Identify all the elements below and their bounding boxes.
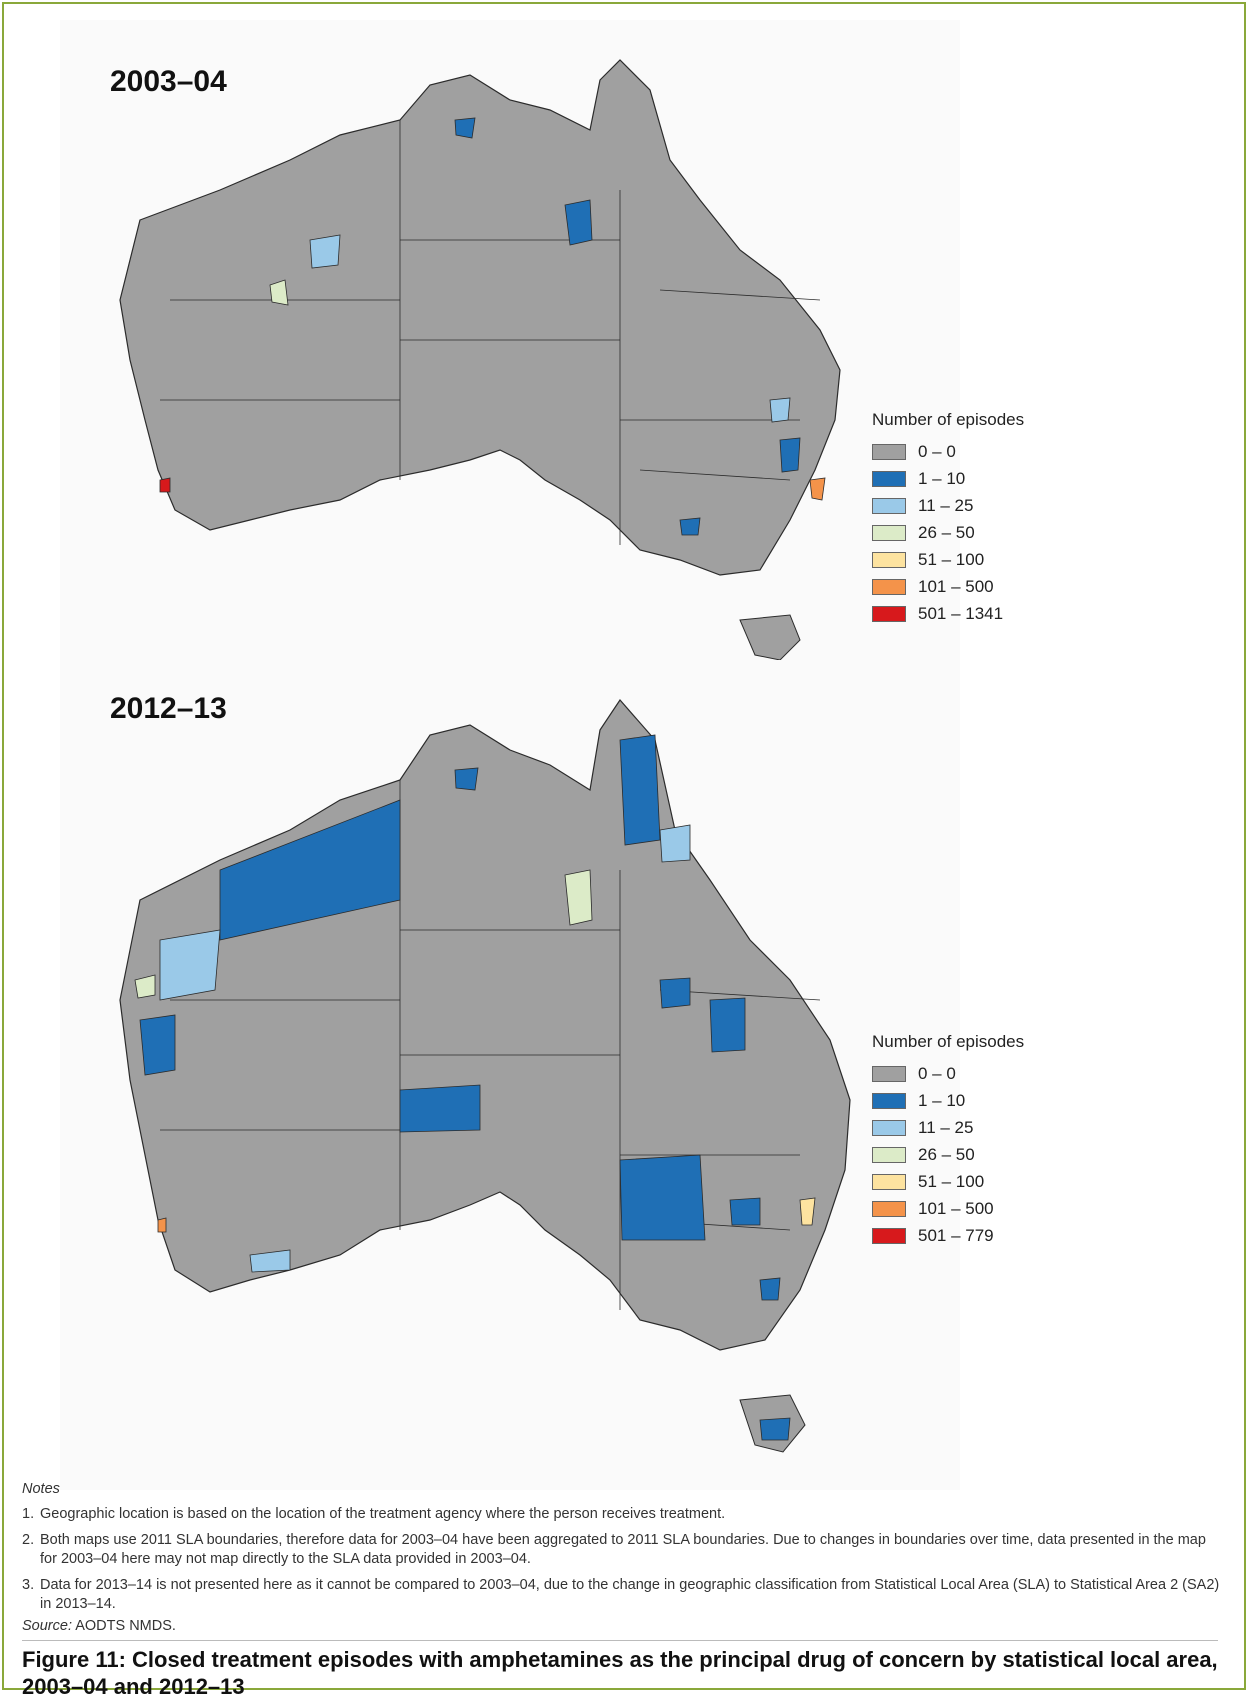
source-label: Source: xyxy=(22,1618,72,1634)
legend-label: 51 – 100 xyxy=(918,1171,985,1191)
legend-item: 1 – 10 xyxy=(872,465,1024,492)
legend-swatch xyxy=(872,443,906,460)
notes-heading: Notes xyxy=(22,1481,60,1497)
legend-label: 0 – 0 xyxy=(918,441,956,461)
legend-label: 1 – 10 xyxy=(918,468,966,488)
legend-swatch xyxy=(872,1173,906,1190)
legend-swatch xyxy=(872,470,906,487)
notes-section: Notes 1. Geographic location is based on … xyxy=(22,1480,1222,1621)
legend-label: 1 – 10 xyxy=(918,1090,966,1110)
note-text: Data for 2013–14 is not presented here a… xyxy=(40,1577,1220,1612)
highlighted-areas xyxy=(134,734,816,1441)
legend-swatch xyxy=(872,1119,906,1136)
australia-map-2003-04 xyxy=(119,59,841,660)
highlighted-areas xyxy=(159,117,826,536)
legend-item: 0 – 0 xyxy=(872,438,1024,465)
legend-swatch xyxy=(872,1092,906,1109)
legend-item: 1 – 10 xyxy=(872,1087,1024,1114)
legend-item: 51 – 100 xyxy=(872,1168,1024,1195)
note-item: 2. Both maps use 2011 SLA boundaries, the… xyxy=(22,1531,1222,1569)
legend-2003-04: Number of episodes 0 – 0 1 – 10 11 – 25 … xyxy=(872,410,1024,627)
legend-label: 51 – 100 xyxy=(918,549,985,569)
legend-swatch xyxy=(872,1065,906,1082)
legend-item: 26 – 50 xyxy=(872,1141,1024,1168)
legend-label: 101 – 500 xyxy=(918,1198,994,1218)
legend-label: 501 – 779 xyxy=(918,1225,994,1245)
legend-item: 501 – 1341 xyxy=(872,600,1024,627)
legend-item: 26 – 50 xyxy=(872,519,1024,546)
legend-label: 101 – 500 xyxy=(918,576,994,596)
note-number: 2. xyxy=(22,1532,35,1548)
legend-swatch xyxy=(872,1146,906,1163)
legend-swatch xyxy=(872,1200,906,1217)
note-number: 3. xyxy=(22,1577,35,1593)
boundary-lines xyxy=(160,120,821,545)
land-mass xyxy=(119,59,841,660)
legend-item: 101 – 500 xyxy=(872,573,1024,600)
legend-2012-13: Number of episodes 0 – 0 1 – 10 11 – 25 … xyxy=(872,1032,1024,1249)
legend-title: Number of episodes xyxy=(872,410,1025,429)
legend-swatch xyxy=(872,524,906,541)
source-line: Source: AODTS NMDS. xyxy=(22,1618,176,1634)
map-2012-13: 2012–13 xyxy=(0,660,1150,1480)
legend-label: 501 – 1341 xyxy=(918,603,1004,623)
legend-item: 501 – 779 xyxy=(872,1222,1024,1249)
legend-swatch xyxy=(872,1227,906,1244)
legend-item: 11 – 25 xyxy=(872,1114,1024,1141)
legend-label: 0 – 0 xyxy=(918,1063,956,1083)
legend-item: 101 – 500 xyxy=(872,1195,1024,1222)
map-title-2012-13: 2012–13 xyxy=(110,692,227,725)
legend-label: 26 – 50 xyxy=(918,1144,975,1164)
note-item: 3. Data for 2013–14 is not presented here… xyxy=(22,1576,1222,1614)
legend-item: 0 – 0 xyxy=(872,1060,1024,1087)
note-text: Geographic location is based on the loca… xyxy=(40,1506,726,1522)
note-text: Both maps use 2011 SLA boundaries, there… xyxy=(40,1532,1206,1567)
legend-swatch xyxy=(872,605,906,622)
caption-divider xyxy=(22,1640,1218,1641)
legend-label: 26 – 50 xyxy=(918,522,975,542)
legend-title: Number of episodes xyxy=(872,1032,1025,1051)
legend-item: 11 – 25 xyxy=(872,492,1024,519)
map-title-2003-04: 2003–04 xyxy=(110,65,227,98)
note-number: 1. xyxy=(22,1506,35,1522)
land-mass xyxy=(119,699,851,1453)
source-text: AODTS NMDS. xyxy=(75,1618,176,1634)
legend-swatch xyxy=(872,551,906,568)
map-2003-04: 2003–04 Number of xyxy=(0,0,1150,660)
legend-label: 11 – 25 xyxy=(918,1117,974,1137)
legend-item: 51 – 100 xyxy=(872,546,1024,573)
figure-caption: Figure 11: Closed treatment episodes wit… xyxy=(22,1647,1218,1699)
legend-swatch xyxy=(872,497,906,514)
legend-swatch xyxy=(872,578,906,595)
note-item: 1. Geographic location is based on the lo… xyxy=(22,1505,1222,1524)
australia-map-2012-13 xyxy=(119,699,851,1453)
legend-label: 11 – 25 xyxy=(918,495,974,515)
